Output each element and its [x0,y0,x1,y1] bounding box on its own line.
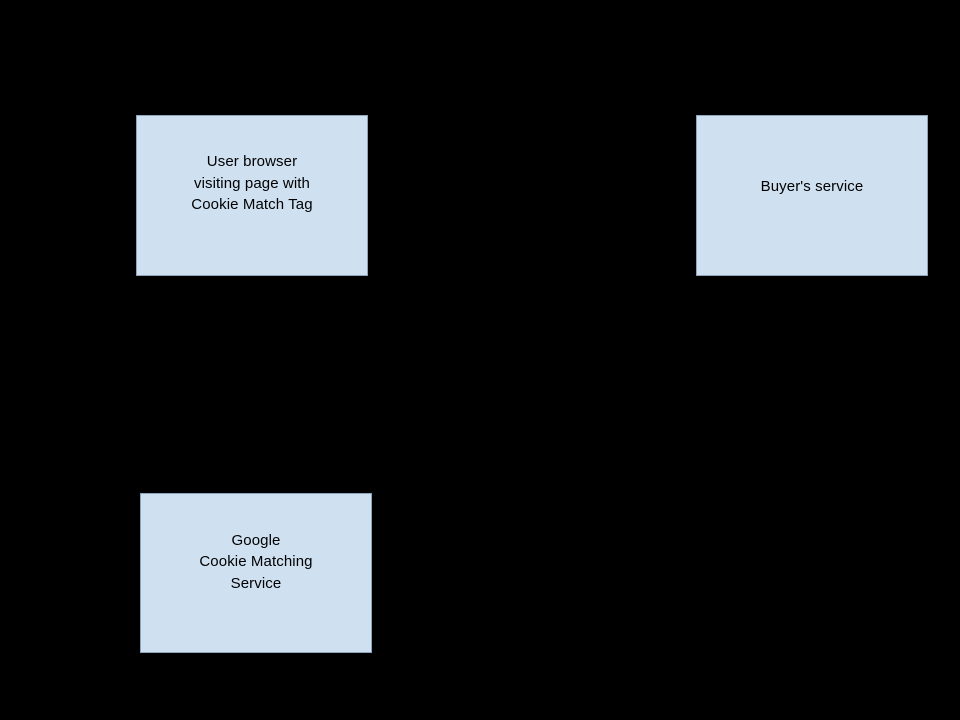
node-cookie-matching-service-label: Google Cookie Matching Service [199,531,313,592]
node-user-browser[interactable]: User browser visiting page with Cookie M… [136,115,368,276]
node-cookie-matching-service[interactable]: Google Cookie Matching Service [140,493,372,653]
node-buyers-service[interactable]: Buyer's service [696,115,928,276]
node-user-browser-label: User browser visiting page with Cookie M… [191,153,313,214]
node-buyers-service-label: Buyer's service [760,177,864,195]
